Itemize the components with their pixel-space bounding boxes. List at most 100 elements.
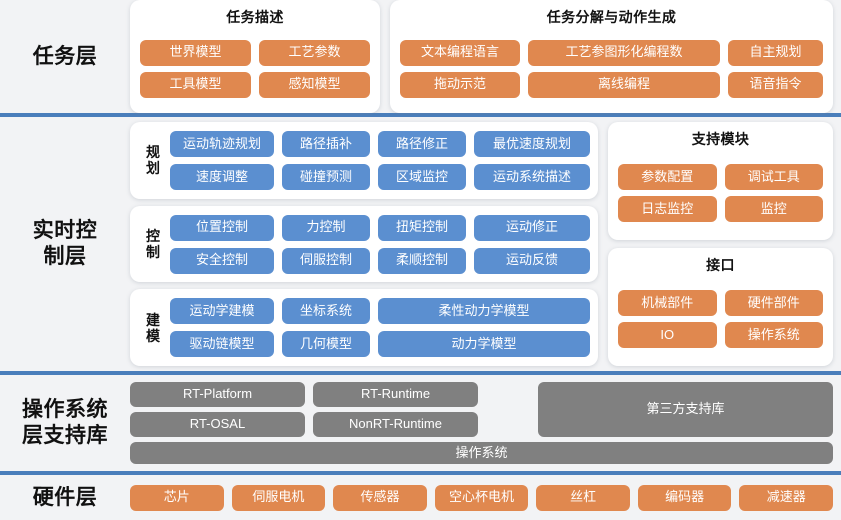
group-modeling-rows: 运动学建模 坐标系统 柔性动力学模型 驱动链模型 几何模型 动力学模型 xyxy=(170,298,590,358)
card-interface-title: 接口 xyxy=(706,257,735,273)
chip-servo-control[interactable]: 伺服控制 xyxy=(282,247,370,274)
chip-coordinate-system[interactable]: 坐标系统 xyxy=(282,298,370,325)
chip-force-control[interactable]: 力控制 xyxy=(282,214,370,241)
card-interface-rows: 机械部件 硬件部件 IO 操作系统 xyxy=(618,281,823,357)
chip-process-parameter[interactable]: 工艺参数 xyxy=(259,39,370,66)
chip-mechanical-component[interactable]: 机械部件 xyxy=(618,290,717,316)
chip-autonomous-planning[interactable]: 自主规划 xyxy=(728,39,823,66)
chip-row: IO 操作系统 xyxy=(618,322,823,348)
group-control: 控 制 位置控制 力控制 扭矩控制 运动修正 安全控制 伺服控制 柔顺控制 xyxy=(130,205,598,283)
card-interface: 接口 机械部件 硬件部件 IO 操作系统 xyxy=(608,248,833,366)
group-planning-label: 规 划 xyxy=(146,144,160,177)
chip-coreless-motor[interactable]: 空心杯电机 xyxy=(434,484,529,511)
chip-offline-programming[interactable]: 离线编程 xyxy=(528,71,720,98)
group-planning: 规 划 运动轨迹规划 路径插补 路径修正 最优速度规划 速度调整 碰撞预测 区域… xyxy=(130,122,598,199)
group-control-label: 控 制 xyxy=(146,227,160,260)
chip-flexible-dynamics-model[interactable]: 柔性动力学模型 xyxy=(378,298,590,325)
os-column-thirdparty: 第三方支持库 xyxy=(538,382,833,437)
layer-realtime-control: 实时控 制层 规 划 运动轨迹规划 路径插补 路径修正 最优速度规划 速度调整 xyxy=(0,115,841,373)
chip-tool-model[interactable]: 工具模型 xyxy=(140,71,251,98)
os-column-platform: RT-Platform RT-OSAL xyxy=(130,382,305,437)
chip-collision-prediction[interactable]: 碰撞预测 xyxy=(282,163,370,190)
chip-optimal-speed-planning[interactable]: 最优速度规划 xyxy=(474,130,590,157)
chip-hardware-component[interactable]: 硬件部件 xyxy=(724,290,823,316)
chip-path-interpolation[interactable]: 路径插补 xyxy=(282,130,370,157)
card-task-description-title: 任务描述 xyxy=(226,9,284,25)
chip-row: 运动学建模 坐标系统 柔性动力学模型 xyxy=(170,298,590,325)
layer-task-label: 任务层 xyxy=(32,44,98,68)
chip-row: 拖动示范 离线编程 语音指令 xyxy=(400,71,823,98)
chip-dynamics-model[interactable]: 动力学模型 xyxy=(378,331,590,358)
chip-position-control[interactable]: 位置控制 xyxy=(170,214,274,241)
chip-io[interactable]: IO xyxy=(618,322,717,348)
chip-lead-screw[interactable]: 丝杠 xyxy=(536,484,630,511)
realtime-side-column: 支持模块 参数配置 调试工具 日志监控 监控 接口 xyxy=(608,122,833,366)
chip-encoder[interactable]: 编码器 xyxy=(637,484,732,511)
card-task-description-rows: 世界模型 工艺参数 工具模型 感知模型 xyxy=(140,33,370,104)
chip-nonrt-runtime[interactable]: NonRT-Runtime xyxy=(313,412,478,437)
chip-row: 参数配置 调试工具 xyxy=(618,164,823,190)
os-column-runtime: RT-Runtime NonRT-Runtime xyxy=(313,382,478,437)
chip-row: 运动轨迹规划 路径插补 路径修正 最优速度规划 xyxy=(170,130,590,157)
chip-row: 工具模型 感知模型 xyxy=(140,71,370,98)
chip-rt-osal[interactable]: RT-OSAL xyxy=(130,412,305,437)
layer-hardware-body: 芯片 伺服电机 传感器 空心杯电机 丝杠 编码器 减速器 xyxy=(130,475,841,520)
card-support-module: 支持模块 参数配置 调试工具 日志监控 监控 xyxy=(608,122,833,240)
layer-hardware: 硬件层 芯片 伺服电机 传感器 空心杯电机 丝杠 编码器 减速器 xyxy=(0,473,841,520)
layer-os-support: 操作系统 层支持库 RT-Platform RT-OSAL RT-Runtime… xyxy=(0,373,841,473)
card-task-description: 任务描述 世界模型 工艺参数 工具模型 感知模型 xyxy=(130,0,380,113)
chip-motion-correction[interactable]: 运动修正 xyxy=(474,214,590,241)
chip-path-correction[interactable]: 路径修正 xyxy=(378,130,466,157)
chip-reducer[interactable]: 减速器 xyxy=(739,484,834,511)
chip-rt-platform[interactable]: RT-Platform xyxy=(130,382,305,407)
chip-monitoring[interactable]: 监控 xyxy=(724,196,823,222)
group-modeling: 建 模 运动学建模 坐标系统 柔性动力学模型 驱动链模型 几何模型 动力学模型 xyxy=(130,289,598,367)
chip-speed-adjustment[interactable]: 速度调整 xyxy=(170,163,274,190)
chip-geometric-model[interactable]: 几何模型 xyxy=(282,331,370,358)
chip-chip[interactable]: 芯片 xyxy=(130,484,224,511)
chip-motion-feedback[interactable]: 运动反馈 xyxy=(474,247,590,274)
chip-drag-demonstration[interactable]: 拖动示范 xyxy=(400,71,520,98)
layer-task: 任务层 任务描述 世界模型 工艺参数 工具模型 感知模型 任务分解与动作生成 xyxy=(0,0,841,115)
chip-operating-system-interface[interactable]: 操作系统 xyxy=(724,322,823,348)
chip-safety-control[interactable]: 安全控制 xyxy=(170,247,274,274)
layer-os-support-label: 操作系统 层支持库 xyxy=(22,398,108,447)
chip-row: 速度调整 碰撞预测 区域监控 运动系统描述 xyxy=(170,163,590,190)
chip-drive-chain-model[interactable]: 驱动链模型 xyxy=(170,331,274,358)
chip-motion-system-description[interactable]: 运动系统描述 xyxy=(474,163,590,190)
chip-row: 世界模型 工艺参数 xyxy=(140,39,370,66)
layer-realtime-control-body: 规 划 运动轨迹规划 路径插补 路径修正 最优速度规划 速度调整 碰撞预测 区域… xyxy=(130,117,841,371)
group-control-rows: 位置控制 力控制 扭矩控制 运动修正 安全控制 伺服控制 柔顺控制 运动反馈 xyxy=(170,214,590,274)
chip-world-model[interactable]: 世界模型 xyxy=(140,39,251,66)
chip-row: 安全控制 伺服控制 柔顺控制 运动反馈 xyxy=(170,247,590,274)
chip-log-monitoring[interactable]: 日志监控 xyxy=(618,196,717,222)
chip-row: 机械部件 硬件部件 xyxy=(618,290,823,316)
group-modeling-label: 建 模 xyxy=(146,311,160,344)
chip-motion-trajectory-planning[interactable]: 运动轨迹规划 xyxy=(170,130,274,157)
chip-parameter-configuration[interactable]: 参数配置 xyxy=(618,164,717,190)
chip-third-party-library[interactable]: 第三方支持库 xyxy=(538,382,833,437)
group-planning-rows: 运动轨迹规划 路径插补 路径修正 最优速度规划 速度调整 碰撞预测 区域监控 运… xyxy=(170,130,590,190)
layer-os-support-body: RT-Platform RT-OSAL RT-Runtime NonRT-Run… xyxy=(130,375,841,471)
chip-servo-motor[interactable]: 伺服电机 xyxy=(231,484,326,511)
chip-row: 文本编程语言 工艺参图形化编程数 自主规划 xyxy=(400,39,823,66)
card-support-module-rows: 参数配置 调试工具 日志监控 监控 xyxy=(618,155,823,231)
chip-voice-command[interactable]: 语音指令 xyxy=(728,71,823,98)
chip-sensor[interactable]: 传感器 xyxy=(333,484,427,511)
chip-perception-model[interactable]: 感知模型 xyxy=(259,71,370,98)
os-full-row: 操作系统 xyxy=(130,442,833,464)
chip-text-programming-language[interactable]: 文本编程语言 xyxy=(400,39,520,66)
chip-row: 日志监控 监控 xyxy=(618,196,823,222)
layer-hardware-label: 硬件层 xyxy=(32,485,98,509)
chip-operating-system[interactable]: 操作系统 xyxy=(130,442,833,464)
chip-rt-runtime[interactable]: RT-Runtime xyxy=(313,382,478,407)
chip-area-monitoring[interactable]: 区域监控 xyxy=(378,163,466,190)
card-task-decomposition-rows: 文本编程语言 工艺参图形化编程数 自主规划 拖动示范 离线编程 语音指令 xyxy=(400,33,823,104)
chip-graphical-programming[interactable]: 工艺参图形化编程数 xyxy=(528,39,720,66)
chip-row: 驱动链模型 几何模型 动力学模型 xyxy=(170,331,590,358)
chip-kinematics-modeling[interactable]: 运动学建模 xyxy=(170,298,274,325)
chip-torque-control[interactable]: 扭矩控制 xyxy=(378,214,466,241)
chip-compliance-control[interactable]: 柔顺控制 xyxy=(378,247,466,274)
chip-debug-tool[interactable]: 调试工具 xyxy=(724,164,823,190)
